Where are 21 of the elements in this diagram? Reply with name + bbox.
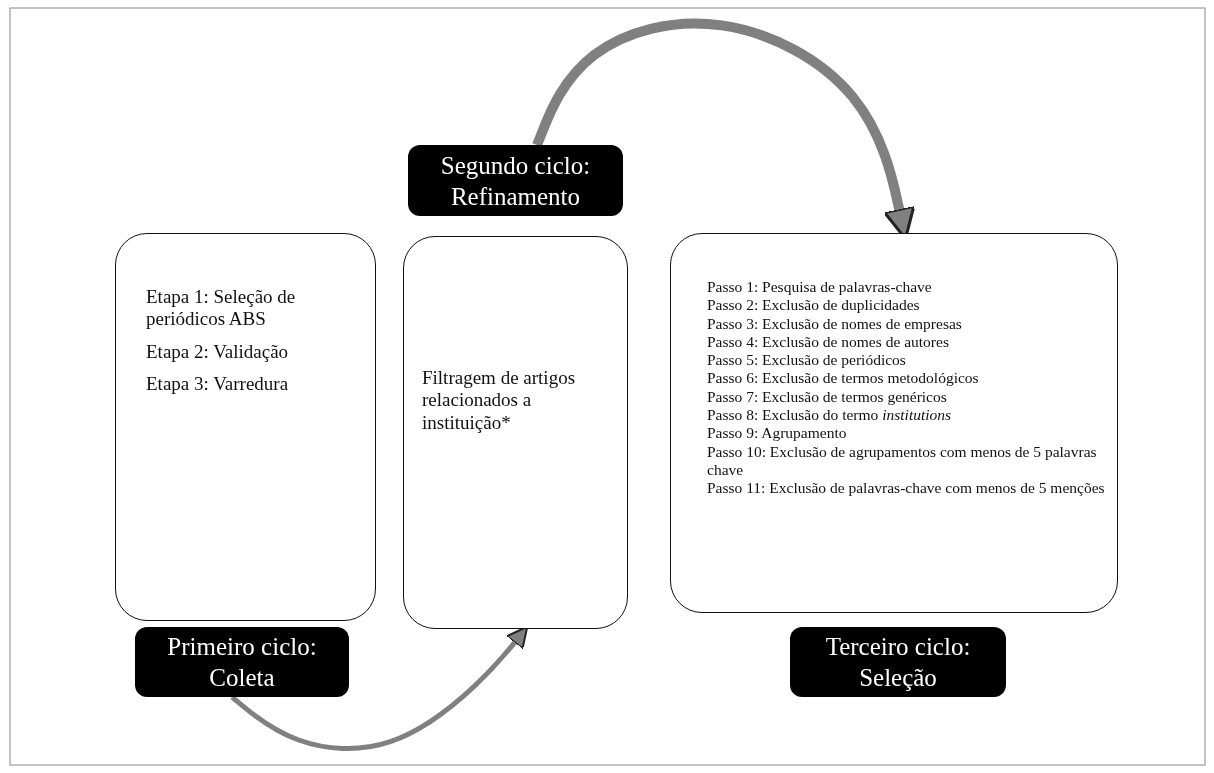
step-text: Etapa 1: Seleção de periódicos ABS [146, 286, 297, 331]
step-text: Passo 8: Exclusão do termo institutions [707, 406, 953, 425]
stage-panel [403, 236, 628, 629]
step-text: Filtragem de artigos relacionados a instituição* [422, 367, 577, 435]
step-text: Passo 4: Exclusão de nomes de autores [707, 332, 950, 352]
step-text: Passo 1: Pesquisa de palavras-chave [707, 278, 933, 297]
cycle-label: Primeiro ciclo: Coleta [135, 627, 349, 697]
stage-panel [670, 233, 1118, 613]
step-text: Passo 5: Exclusão de periódicos [707, 351, 907, 370]
step-text: Passo 3: Exclusão de nomes de empresas [707, 314, 963, 333]
stage-panel [115, 233, 376, 621]
step-text: Passo 9: Agrupamento [707, 424, 848, 443]
step-text: Passo 7: Exclusão de termos genéricos [707, 387, 948, 407]
step-text: Passo 2: Exclusão de duplicidades [707, 296, 921, 315]
step-text: Passo 11: Exclusão de palavras-chave com menos de 5 menções [707, 479, 1106, 498]
step-text: Etapa 2: Validação [146, 340, 290, 364]
cycle-label: Terceiro ciclo: Seleção [790, 627, 1006, 697]
cycle-label: Segundo ciclo: Refinamento [408, 145, 623, 216]
step-text: Etapa 3: Varredura [146, 373, 290, 396]
step-text: Passo 6: Exclusão de termos metodológicos [707, 369, 980, 388]
step-text: Passo 10: Exclusão de agrupamentos com menos de 5 palavras chave [707, 442, 1098, 480]
